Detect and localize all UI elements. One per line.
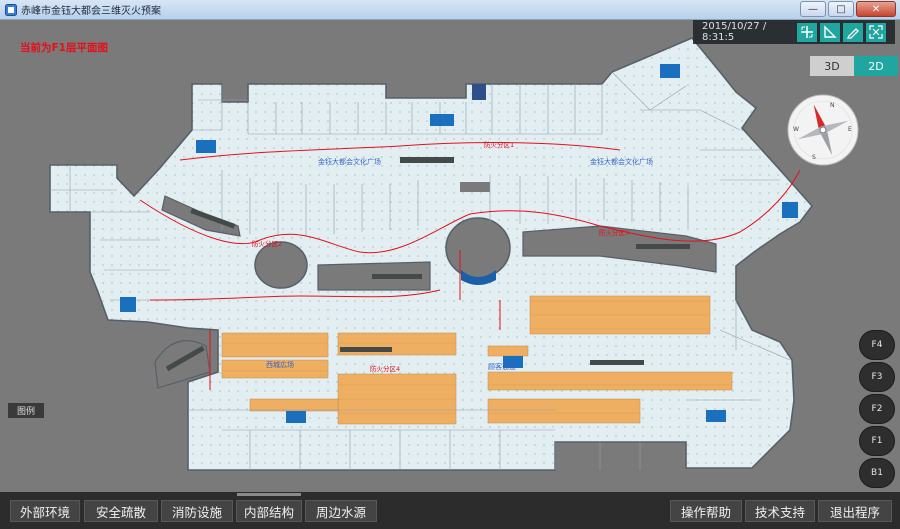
escalators	[165, 157, 690, 372]
angle-measure-icon	[824, 25, 837, 38]
courtyard-west	[254, 241, 308, 289]
add-point-button[interactable]	[797, 22, 817, 42]
window-title: 赤峰市金钰大都会三维灭火预案	[21, 6, 161, 17]
stairwells	[120, 64, 798, 423]
window-controls: — □ ✕	[800, 1, 896, 17]
courtyard-center	[445, 217, 511, 279]
svg-text:金钰大都会文化广场: 金钰大都会文化广场	[318, 157, 381, 166]
svg-text:防火分区2: 防火分区2	[252, 239, 282, 248]
svg-text:防火分区1: 防火分区1	[484, 140, 514, 149]
current-floor-label: 当前为F1层平面图	[20, 42, 108, 54]
title-bar: 赤峰市金钰大都会三维灭火预案 — □ ✕	[0, 0, 900, 20]
angle-measure-button[interactable]	[820, 22, 840, 42]
menu-tech-support[interactable]: 技术支持	[745, 500, 815, 522]
menu-operation-help[interactable]: 操作帮助	[670, 500, 742, 522]
exit-labels: 防火分区1 防火分区2 防火分区3 防火分区4	[252, 140, 629, 373]
svg-text:防火分区3: 防火分区3	[599, 228, 629, 237]
legend-button[interactable]: 图例	[8, 403, 44, 418]
datetime-display: 2015/10/27 / 8:31:5	[702, 21, 767, 43]
maximize-button[interactable]: □	[828, 1, 854, 17]
close-button[interactable]: ✕	[856, 1, 896, 17]
active-tab-indicator	[237, 493, 301, 496]
view-3d-button[interactable]: 3D	[810, 56, 854, 76]
menu-external-environment[interactable]: 外部环境	[10, 500, 80, 522]
room-partitions	[50, 71, 791, 470]
svg-text:防火分区4: 防火分区4	[370, 364, 400, 373]
compass-south: S	[812, 154, 816, 161]
store-zones	[221, 295, 733, 425]
svg-text:西城広场: 西城広场	[266, 360, 294, 369]
floor-f2-button[interactable]: F2	[859, 394, 895, 424]
pencil-icon	[846, 28, 859, 39]
evacuation-routes	[139, 142, 801, 390]
floor-f3-button[interactable]: F3	[859, 362, 895, 392]
menu-fire-facilities[interactable]: 消防设施	[161, 500, 233, 522]
menu-exit-program[interactable]: 退出程序	[818, 500, 892, 522]
svg-text:金钰大都会文化广场: 金钰大都会文化广场	[590, 157, 653, 166]
view-2d-button[interactable]: 2D	[854, 56, 898, 76]
fullscreen-icon	[869, 25, 883, 39]
compass-west: W	[793, 126, 799, 133]
minimize-button[interactable]: —	[800, 1, 826, 17]
floor-f1-button[interactable]: F1	[859, 426, 895, 456]
compass-north: N	[830, 102, 835, 109]
compass[interactable]: N E S W	[786, 93, 860, 167]
menu-nearby-water[interactable]: 周边水源	[305, 500, 377, 522]
menu-internal-structure[interactable]: 内部结构	[236, 500, 302, 522]
map-toolbar: 2015/10/27 / 8:31:5	[693, 20, 895, 44]
fullscreen-button[interactable]	[866, 22, 886, 42]
menu-safe-evacuation[interactable]: 安全疏散	[84, 500, 158, 522]
view-toggle: 3D 2D	[810, 56, 898, 76]
svg-text:顾客通道: 顾客通道	[488, 362, 516, 371]
skylight-east	[522, 225, 717, 273]
zone-labels: 金钰大都会文化广场 金钰大都会文化广场 西城広场 顾客通道	[266, 157, 653, 371]
app-icon	[5, 3, 17, 16]
floor-f4-button[interactable]: F4	[859, 330, 895, 360]
add-point-icon	[801, 26, 813, 38]
compass-east: E	[848, 126, 852, 133]
draw-button[interactable]	[843, 22, 863, 42]
floor-b1-button[interactable]: B1	[859, 458, 895, 488]
